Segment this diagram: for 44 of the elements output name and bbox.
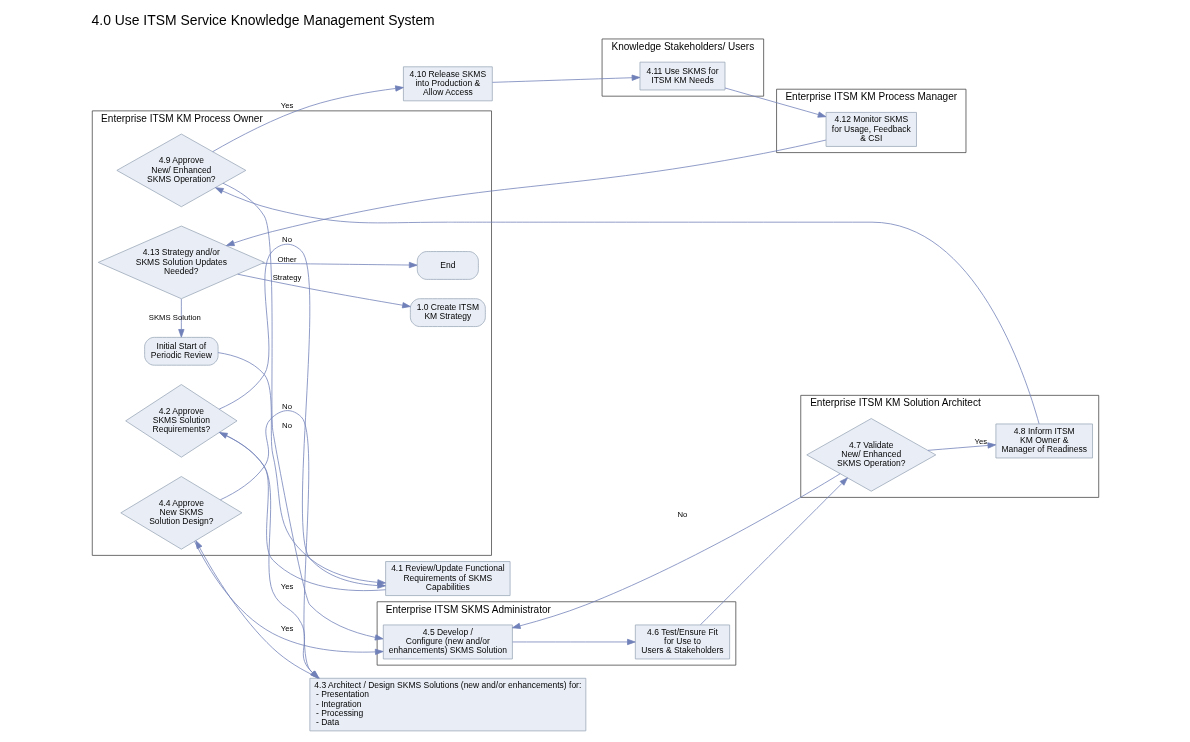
arrow [218, 243, 386, 589]
arrow [211, 85, 404, 153]
edge-label: SKMS Solution [148, 312, 201, 322]
node-box: 4.10 Release SKMS into Production & Allow Access [402, 66, 493, 102]
arrow [225, 139, 826, 247]
edge-label: Yes [280, 100, 293, 110]
node-diamond: 4.13 Strategy and/or SKMS Solution Updates Needed? [97, 225, 265, 300]
arrow [217, 352, 386, 586]
arrow [491, 74, 640, 83]
arrow [724, 87, 826, 118]
node-box: End [416, 251, 479, 280]
node-box: 4.5 Develop / Configure (new and/or enhancements) SKMS Solution [382, 624, 513, 660]
edge-label: Yes [280, 582, 293, 592]
arrow [511, 473, 841, 629]
node-box: 1.0 Create ITSM KM Strategy [409, 298, 486, 327]
node-box: 4.11 Use SKMS for ITSM KM Needs [639, 61, 725, 91]
node-box: 4.1 Review/Update Functional Requirements of SKMS Capabilities [384, 561, 510, 596]
arrow [177, 298, 184, 338]
arrow [261, 261, 417, 269]
node-diamond: 4.7 Validate New/ Enhanced SKMS Operation? [805, 418, 936, 492]
arrow [699, 477, 848, 626]
arrow [218, 432, 386, 591]
edge-label: No [677, 509, 687, 519]
arrow [222, 182, 383, 641]
edge-label: No [281, 235, 292, 245]
node-box: 4.3 Architect / Design SKMS Solutions (new and/or enhancements) for: - Presentation - Integration - Processing - Data [308, 677, 586, 732]
edge-label: Other [276, 254, 297, 264]
node-box: 4.8 Inform ITSM KM Owner & Manager of Readiness [995, 423, 1093, 459]
diagram-title: 4.0 Use ITSM Service Knowledge Management System [91, 12, 435, 29]
arrow [236, 273, 411, 309]
arrow [214, 187, 1039, 425]
node-box: 4.6 Test/Ensure Fit for Use to Users & Stakeholders [634, 624, 730, 660]
arrow [927, 442, 996, 451]
arrow [193, 541, 383, 655]
edge-label: Yes [974, 437, 987, 447]
node-box: Initial Start of Periodic Review [143, 337, 218, 366]
edge-label: Strategy [272, 273, 301, 283]
node-diamond: 4.2 Approve SKMS Solution Requirements? [124, 384, 237, 458]
edge-label: No [281, 420, 292, 430]
edge-label: No [281, 401, 292, 411]
edge-label: Yes [280, 624, 293, 634]
node-diamond: 4.9 Approve New/ Enhanced SKMS Operation? [115, 133, 246, 208]
node-box: 4.12 Monitor SKMS for Usage, Feedback & CSI [825, 112, 917, 147]
arrow [511, 638, 636, 646]
